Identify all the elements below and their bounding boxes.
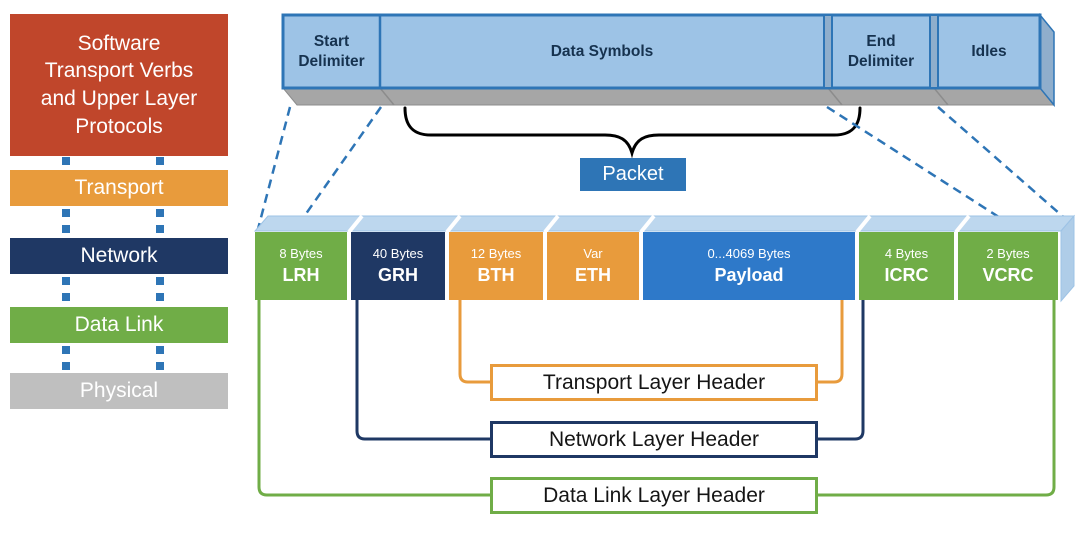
- layer-label-line: Software: [77, 31, 161, 55]
- segment-divider-gap: [929, 14, 939, 89]
- field-lrh: 8 Bytes LRH: [255, 232, 347, 300]
- layer-data-link: Data Link: [10, 307, 228, 343]
- segment-label: Data Symbols: [550, 42, 654, 60]
- field-eth: Var ETH: [547, 232, 639, 300]
- layer-connector-dash: [62, 209, 70, 236]
- layer-label-line: Transport Verbs: [44, 59, 194, 83]
- bottom-face-seam: [827, 87, 843, 106]
- fields-top-face-notches: [347, 214, 971, 234]
- segment-label: Idles: [971, 42, 1007, 60]
- segment-start-delimiter: Start Delimiter: [283, 15, 380, 88]
- symbol-bar-right-face: [1039, 12, 1055, 108]
- layer-label: Data Link: [74, 313, 164, 337]
- field-icrc: 4 Bytes ICRC: [859, 232, 954, 300]
- layer-label-line: and Upper Layer: [40, 87, 198, 110]
- bottom-face-seam: [379, 87, 395, 106]
- layer-connector-dash: [62, 277, 70, 305]
- segment-data-symbols: Data Symbols: [380, 15, 824, 88]
- transport-bracket-right: [816, 300, 844, 384]
- network-bracket-right: [816, 300, 865, 441]
- datalink-bracket-right: [816, 300, 1056, 497]
- segment-label: End Delimiter: [847, 33, 915, 70]
- field-name: VCRC: [982, 265, 1034, 285]
- zoom-line-left-outer: [256, 106, 292, 230]
- packet-brace: [403, 106, 862, 159]
- layer-network: Network: [10, 238, 228, 274]
- field-size: 2 Bytes: [986, 246, 1030, 261]
- field-size: 4 Bytes: [884, 246, 929, 261]
- fields-bar-top-face: [253, 215, 1076, 232]
- field-size: 8 Bytes: [279, 246, 323, 261]
- layer-connector-dash: [156, 277, 164, 305]
- transport-bracket-left: [458, 300, 492, 384]
- fields-bar-right-face: [1060, 214, 1075, 303]
- field-name: ETH: [575, 265, 611, 285]
- network-bracket-left: [355, 300, 492, 441]
- layer-connector-dash: [156, 346, 164, 371]
- layer-connector-dash: [62, 346, 70, 371]
- callout-label: Network Layer Header: [548, 427, 760, 451]
- layer-connector-dash: [62, 157, 70, 169]
- layer-connector-dash: [156, 209, 164, 236]
- segment-divider-gap: [823, 14, 833, 89]
- layer-transport: Transport: [10, 170, 228, 206]
- field-name: LRH: [282, 265, 320, 285]
- field-size: 0...4069 Bytes: [707, 246, 791, 261]
- field-name: GRH: [378, 265, 418, 285]
- field-bth: 12 Bytes BTH: [449, 232, 543, 300]
- layer-connector-dash: [156, 157, 164, 169]
- segment-label: Start Delimiter: [298, 33, 365, 70]
- field-name: ICRC: [884, 265, 929, 285]
- field-payload: 0...4069 Bytes Payload: [643, 232, 855, 300]
- layer-software-transport-verbs: Software Transport Verbs and Upper Layer…: [10, 14, 228, 156]
- field-vcrc: 2 Bytes VCRC: [958, 232, 1058, 300]
- layer-label-line: Protocols: [75, 114, 163, 138]
- callout-label: Transport Layer Header: [542, 370, 766, 394]
- packet-label-box: Packet: [580, 158, 686, 191]
- zoom-line-right-outer: [937, 106, 1069, 222]
- field-size: Var: [583, 246, 603, 261]
- field-name: BTH: [477, 265, 515, 285]
- symbol-bar-front-face: [281, 13, 1042, 90]
- segment-idles: Idles: [938, 15, 1040, 88]
- layer-label: Physical: [79, 379, 159, 403]
- bottom-face-seam: [933, 87, 949, 106]
- callout-label: Data Link Layer Header: [543, 483, 765, 507]
- field-grh: 40 Bytes GRH: [351, 232, 445, 300]
- zoom-line-left-inner: [294, 106, 383, 229]
- field-size: 12 Bytes: [470, 246, 522, 261]
- layer-label: Network: [80, 244, 158, 268]
- layer-label: Transport: [74, 176, 164, 200]
- field-size: 40 Bytes: [372, 246, 424, 261]
- callout-transport-layer-header: Transport Layer Header: [490, 364, 818, 401]
- zoom-line-right-inner: [826, 105, 1017, 230]
- zoom-dashed-lines: [256, 105, 1069, 230]
- field-name: Payload: [714, 265, 784, 285]
- symbol-bar-bottom-face: [281, 87, 1056, 106]
- datalink-bracket-left: [257, 300, 492, 497]
- layer-physical: Physical: [10, 373, 228, 409]
- segment-end-delimiter: End Delimiter: [832, 15, 930, 88]
- callout-data-link-layer-header: Data Link Layer Header: [490, 477, 818, 514]
- callout-network-layer-header: Network Layer Header: [490, 421, 818, 458]
- packet-label: Packet: [602, 163, 664, 185]
